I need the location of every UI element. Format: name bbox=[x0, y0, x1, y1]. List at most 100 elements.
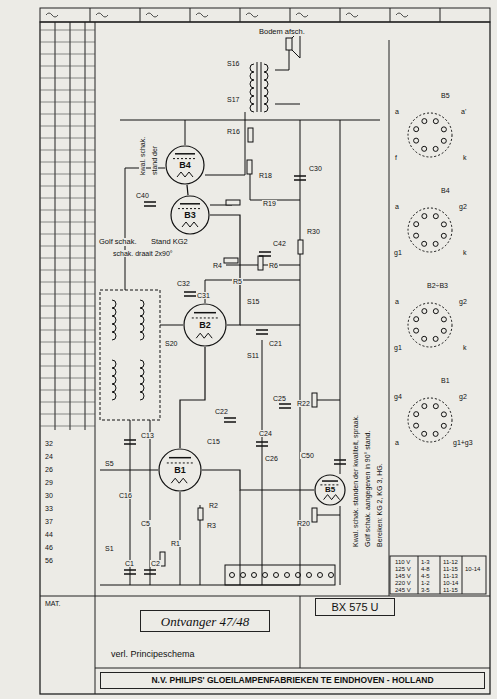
callout-number: 30 bbox=[44, 492, 54, 499]
part-label: C24 bbox=[258, 430, 273, 437]
tube-socket-pinout bbox=[433, 309, 438, 314]
wave-switch-block bbox=[112, 376, 116, 384]
wave-switch-block bbox=[140, 360, 144, 368]
tube-socket-pinout bbox=[433, 119, 438, 124]
part-label: C2 bbox=[150, 560, 161, 567]
frame bbox=[440, 556, 441, 594]
capacitor-symbol bbox=[256, 442, 268, 446]
pin-name: g4 bbox=[393, 393, 403, 400]
wave-switch-block bbox=[140, 316, 144, 324]
wire-connector bbox=[180, 347, 205, 448]
switch-table-rows bbox=[40, 138, 95, 139]
symbol-legend-strip bbox=[396, 13, 408, 17]
switch-table-rows bbox=[40, 42, 95, 43]
symbol-legend-strip bbox=[296, 13, 308, 17]
wire-connector bbox=[202, 470, 314, 490]
part-label: S20 bbox=[164, 340, 178, 347]
tube-socket-pinout bbox=[433, 214, 438, 219]
table-cell: 3-5 bbox=[420, 587, 431, 593]
switch-table-rows bbox=[40, 114, 95, 115]
switch-table-rows bbox=[40, 150, 95, 151]
capacitor-symbol bbox=[224, 418, 236, 422]
table-cell: 220 V bbox=[394, 580, 412, 586]
output-transformer bbox=[264, 80, 268, 88]
wave-switch-block bbox=[112, 360, 116, 368]
wave-switch-block bbox=[140, 376, 144, 384]
wave-switch-block bbox=[140, 300, 144, 308]
wire bbox=[160, 325, 183, 326]
wave-switch-block bbox=[112, 300, 116, 308]
part-label: R16 bbox=[226, 128, 241, 135]
voltage-selector bbox=[274, 573, 279, 578]
part-label: C30 bbox=[308, 165, 323, 172]
symbol-legend-strip bbox=[46, 8, 440, 22]
capacitor-symbol bbox=[124, 570, 136, 574]
part-label: C16 bbox=[118, 492, 133, 499]
voltage-selector bbox=[252, 573, 257, 578]
table-cell: 145 V bbox=[394, 573, 412, 579]
anode-stroke bbox=[180, 203, 200, 205]
resistor-symbol bbox=[247, 160, 252, 174]
table-cell: 110 V bbox=[394, 559, 411, 565]
symbol-legend-strip bbox=[390, 8, 391, 22]
part-label: C26 bbox=[264, 455, 279, 462]
note-text: Kwal. schak. standen der kwaliteit, spra… bbox=[352, 414, 359, 548]
capacitor-symbol bbox=[256, 330, 268, 334]
output-transformer bbox=[250, 62, 268, 112]
switch-table-rows bbox=[40, 246, 95, 247]
callout-number: 56 bbox=[44, 557, 54, 564]
tube-socket-pinout bbox=[422, 336, 427, 341]
part-label: R30 bbox=[306, 228, 321, 235]
part-label: R20 bbox=[296, 520, 311, 527]
callout-number: 24 bbox=[44, 453, 54, 460]
callout-number: 44 bbox=[44, 531, 54, 538]
pin-name: g1 bbox=[393, 249, 403, 256]
tube-envelope bbox=[166, 146, 204, 184]
tube-socket-pinout bbox=[414, 127, 419, 132]
tube-socket-pinout bbox=[441, 423, 446, 428]
wave-switch-block bbox=[140, 368, 144, 376]
tube-socket-pinout bbox=[422, 404, 427, 409]
tube-symbol: B5 bbox=[314, 474, 346, 506]
switch-table-rows bbox=[40, 222, 95, 223]
anode-stroke bbox=[322, 480, 338, 482]
wave-switch-block bbox=[112, 308, 116, 316]
part-label: C31 bbox=[196, 292, 211, 299]
part-label: B2÷B3 bbox=[426, 282, 449, 289]
tube-socket-pinout bbox=[433, 241, 438, 246]
output-transformer bbox=[264, 72, 268, 80]
part-label: C22 bbox=[214, 408, 229, 415]
tube-socket-pinout bbox=[441, 127, 446, 132]
filament-stroke bbox=[324, 495, 340, 500]
output-transformer bbox=[250, 88, 254, 96]
tube-socket-pinout bbox=[433, 404, 438, 409]
tube-socket-pinout bbox=[414, 138, 419, 143]
voltage-selector bbox=[225, 565, 335, 585]
frame bbox=[390, 556, 486, 594]
note-text: Golf schak. aangegeven in 90° stand. bbox=[364, 430, 371, 548]
output-transformer bbox=[264, 64, 268, 72]
switch-table-rows bbox=[40, 210, 95, 211]
frame bbox=[40, 22, 490, 694]
wire bbox=[340, 120, 341, 474]
part-label: R1 bbox=[170, 540, 181, 547]
wave-switch-block bbox=[140, 308, 144, 316]
voltage-selector bbox=[296, 573, 301, 578]
frame bbox=[95, 668, 490, 669]
table-cell: 11-15 bbox=[442, 587, 459, 593]
part-label: stand der bbox=[151, 145, 158, 176]
table-cell: 4-8 bbox=[420, 566, 431, 572]
output-transformer bbox=[257, 62, 258, 112]
frame bbox=[389, 40, 390, 596]
pin-name: k bbox=[462, 249, 468, 256]
part-label: C50 bbox=[300, 452, 315, 459]
tube-socket-pinout bbox=[441, 222, 446, 227]
pin-name: g2 bbox=[458, 203, 468, 210]
tube-socket-pinout bbox=[441, 233, 446, 238]
tube-label: B2 bbox=[198, 321, 212, 330]
pin-name: g2 bbox=[458, 393, 468, 400]
tube-socket-pinout bbox=[433, 431, 438, 436]
part-label: S17 bbox=[226, 96, 240, 103]
